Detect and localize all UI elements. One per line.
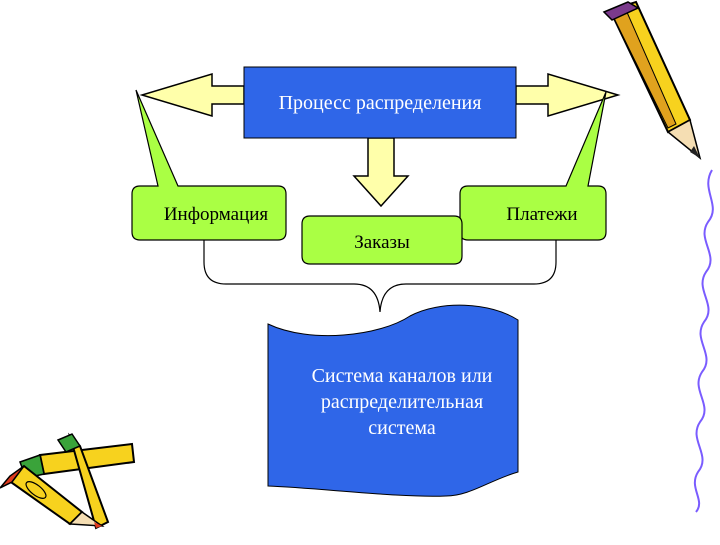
left-arrow (139, 72, 245, 118)
document-line-1: Система каналов или (312, 365, 493, 387)
down-arrow (352, 137, 410, 208)
system-document: Система каналов или распределительная си… (267, 304, 519, 497)
crossed-pencils-icon (0, 432, 136, 530)
top-process-box: Процесс распределения (243, 66, 517, 139)
document-line-2: распределительная (321, 391, 483, 413)
callout-information: Информация (131, 89, 287, 241)
notebook-edge (693, 169, 714, 513)
grouping-brace (203, 240, 557, 313)
callout-orders: Заказы (301, 215, 463, 265)
top-box-label: Процесс распределения (279, 92, 482, 114)
callout-orders-label: Заказы (354, 232, 410, 253)
callout-payments-label: Платежи (506, 204, 577, 225)
document-line-3: система (368, 417, 436, 439)
callout-payments: Платежи (459, 91, 607, 241)
callout-information-label: Информация (164, 204, 269, 225)
pencil-icon (602, 0, 702, 161)
right-arrow (515, 72, 621, 118)
